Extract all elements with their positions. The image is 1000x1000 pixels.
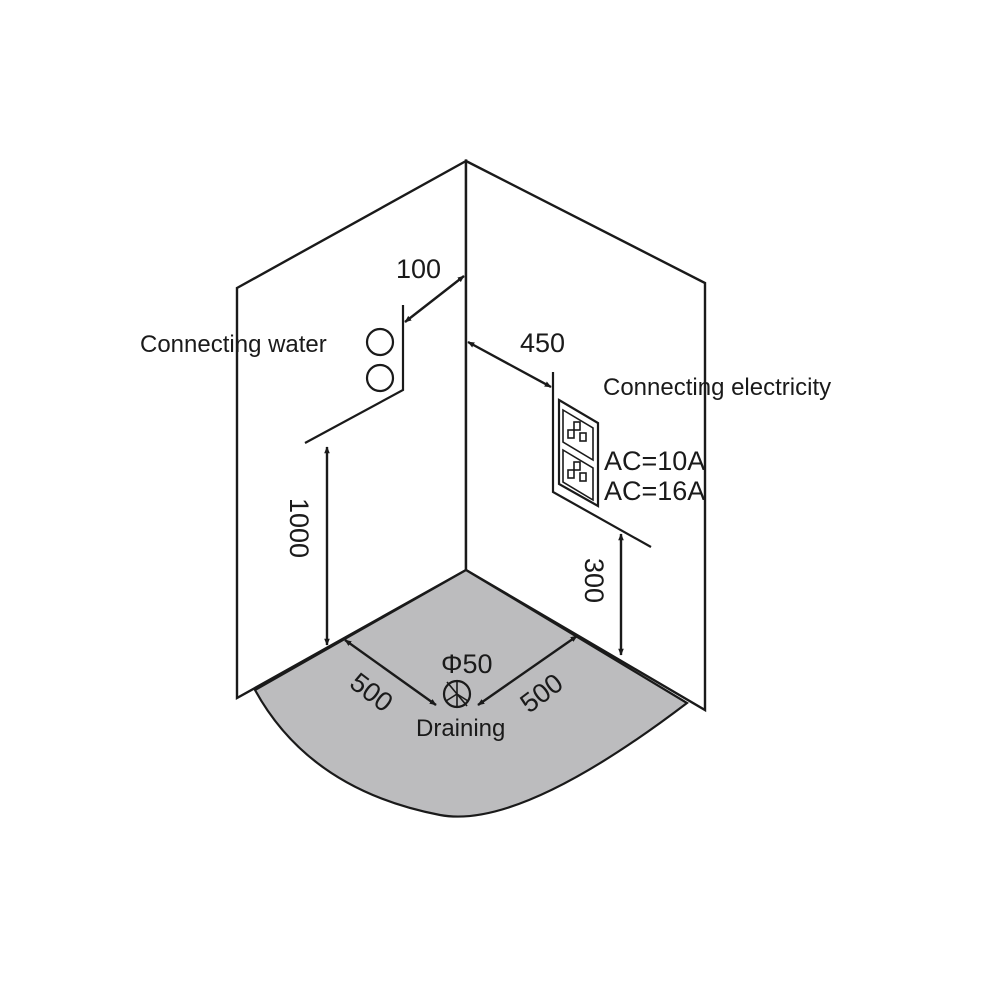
water-height-dimension: 1000 bbox=[284, 498, 314, 558]
water-offset-dimension: 100 bbox=[396, 254, 441, 284]
electric-offset-dimension-arrow bbox=[467, 340, 552, 389]
electric-offset-dimension: 450 bbox=[520, 328, 565, 358]
water-offset-dimension-arrow bbox=[404, 275, 465, 323]
water-inlets-icon bbox=[304, 305, 405, 444]
drain-left-dimension-arrow bbox=[344, 639, 437, 706]
connecting-water-label: Connecting water bbox=[140, 331, 327, 358]
drain-right-dimension-arrow bbox=[477, 635, 578, 706]
ac-10a-label: AC=10A bbox=[604, 446, 705, 476]
draining-label: Draining bbox=[416, 715, 505, 742]
electrical-sockets-icon bbox=[551, 372, 652, 548]
connecting-electricity-label: Connecting electricity bbox=[603, 374, 831, 401]
ac-16a-label: AC=16A bbox=[604, 476, 705, 506]
drain-diameter-label: Φ50 bbox=[441, 649, 493, 679]
drain-outlet-icon bbox=[442, 679, 472, 709]
electric-height-dimension: 300 bbox=[579, 558, 609, 603]
